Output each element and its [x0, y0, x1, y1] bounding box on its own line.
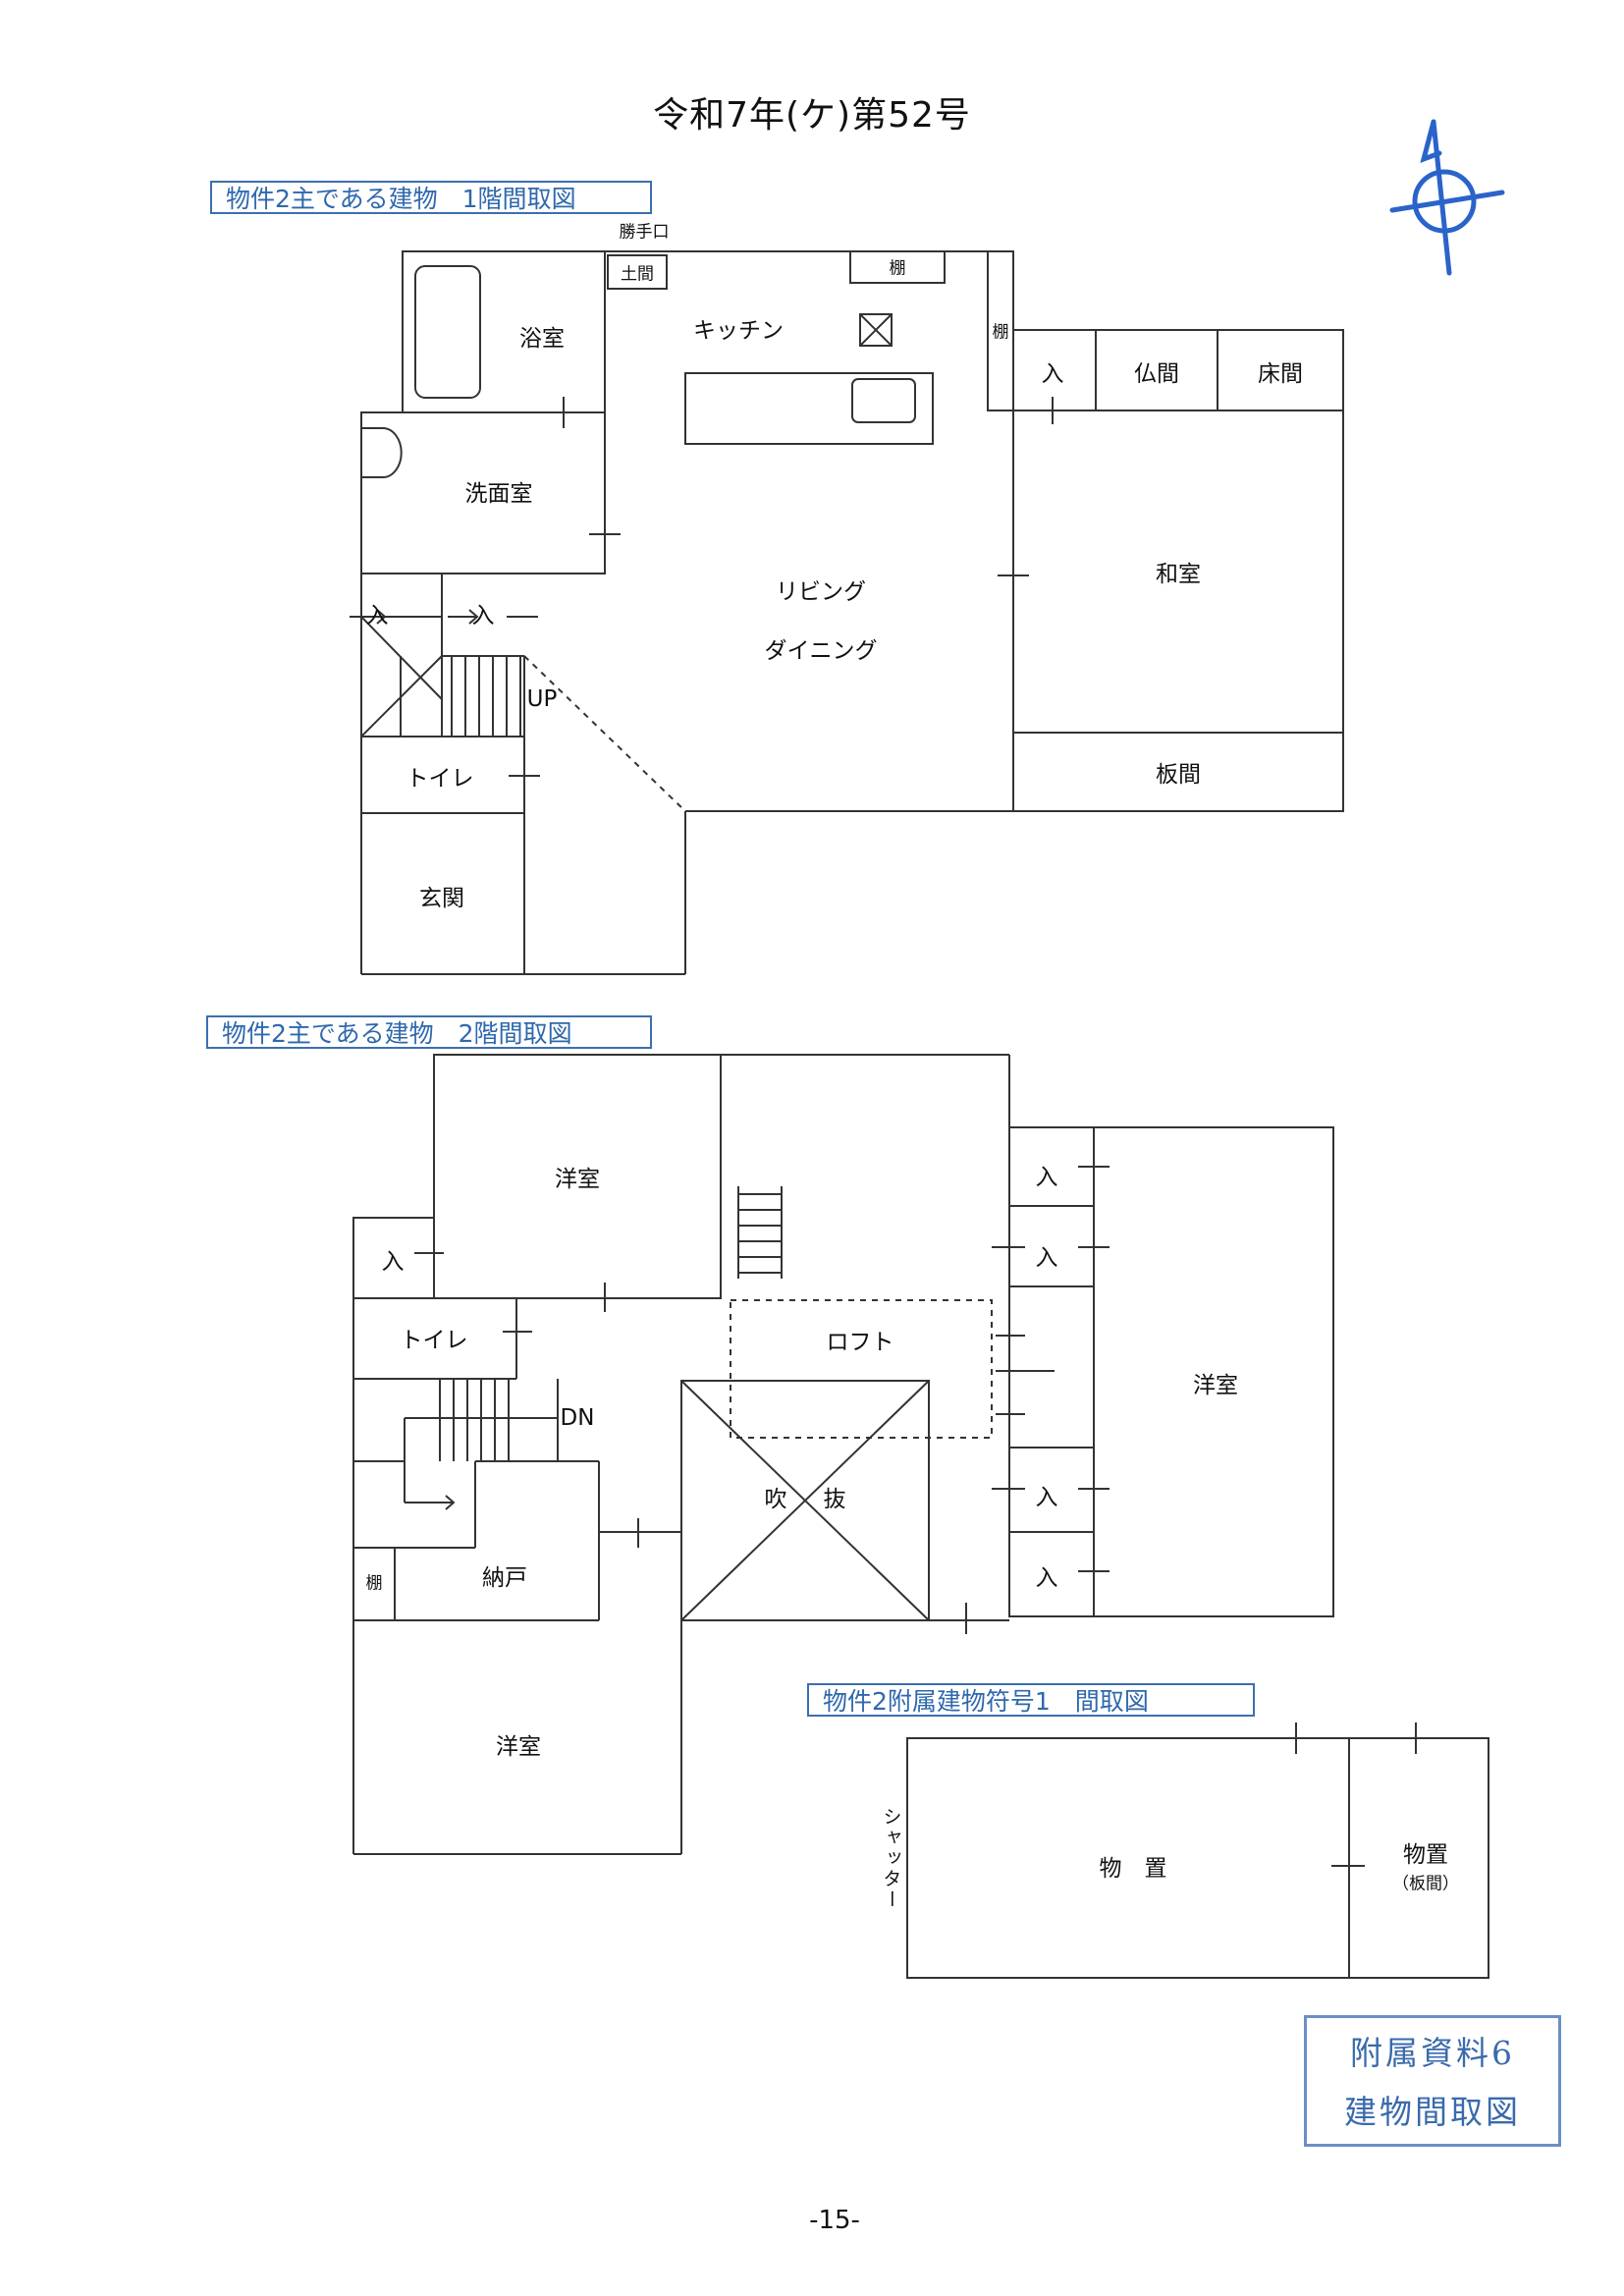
toilet-2f-label: トイレ — [400, 1328, 468, 1353]
page-title: 令和7年(ケ)第52号 — [653, 95, 971, 136]
iri-2f-r4-label: 入 — [1035, 1565, 1058, 1591]
katteguchi-label: 勝手口 — [619, 222, 670, 243]
living-label: リビング — [776, 579, 866, 605]
tokonoma-label: 床間 — [1258, 361, 1303, 387]
butsuma-label: 仏間 — [1134, 361, 1179, 387]
genkan-label: 玄関 — [419, 886, 464, 911]
doma-label: 土間 — [621, 264, 654, 285]
bath-label: 浴室 — [519, 326, 565, 352]
floor2-walls — [352, 1054, 1334, 1855]
tana-side-label: 棚 — [992, 322, 1009, 343]
floor1-walls — [350, 250, 1344, 975]
iri-2f-r2-label: 入 — [1035, 1245, 1058, 1271]
iri-washitsu-label: 入 — [1041, 361, 1064, 387]
up-label: UP — [526, 686, 558, 712]
shutter-label: シャッター — [880, 1807, 902, 1910]
floor2-label: 物件2主である建物 2階間取図 — [206, 1015, 652, 1049]
tana-top-label: 棚 — [889, 258, 906, 279]
fukinuke-1-label: 吹 — [764, 1487, 787, 1512]
monooki2-sub-label: （板間） — [1392, 1874, 1459, 1894]
loft-label: ロフト — [826, 1330, 894, 1355]
north-arrow-compass-icon — [1389, 119, 1505, 276]
toilet-1f-label: トイレ — [406, 766, 474, 792]
fukinuke-2-label: 抜 — [823, 1487, 846, 1512]
stamp-line2: 建物間取図 — [1344, 2093, 1521, 2131]
iri-right-label: 入 — [471, 603, 495, 629]
stamp-line1: 附属資料6 — [1350, 2034, 1515, 2072]
wash-label: 洗面室 — [464, 481, 533, 507]
iri-2f-r3-label: 入 — [1035, 1485, 1058, 1510]
washitsu-label: 和室 — [1156, 562, 1201, 587]
youshitsu-top-label: 洋室 — [555, 1167, 600, 1192]
youshitsu-right-label: 洋室 — [1193, 1373, 1238, 1398]
page-number: -15- — [809, 2206, 860, 2235]
nando-label: 納戸 — [482, 1565, 527, 1591]
monooki2-label: 物置 — [1403, 1842, 1448, 1868]
itama-label: 板間 — [1156, 762, 1201, 788]
kitchen-label: キッチン — [693, 318, 784, 344]
dining-label: ダイニング — [764, 638, 878, 664]
iri-2f-left-label: 入 — [381, 1249, 405, 1275]
floor1-label: 物件2主である建物 1階間取図 — [210, 181, 652, 214]
youshitsu-bottom-label: 洋室 — [496, 1734, 541, 1760]
tana-2f-label: 棚 — [365, 1573, 383, 1594]
iri-left-label: 入 — [365, 603, 389, 629]
monooki-label: 物 置 — [1099, 1856, 1167, 1882]
attachment-stamp: 附属資料6 建物間取図 — [1304, 2015, 1561, 2147]
annex-label: 物件2附属建物符号1 間取図 — [807, 1683, 1255, 1717]
annex-walls — [906, 1722, 1489, 1979]
iri-2f-r1-label: 入 — [1035, 1165, 1058, 1190]
dn-label: DN — [560, 1405, 595, 1431]
